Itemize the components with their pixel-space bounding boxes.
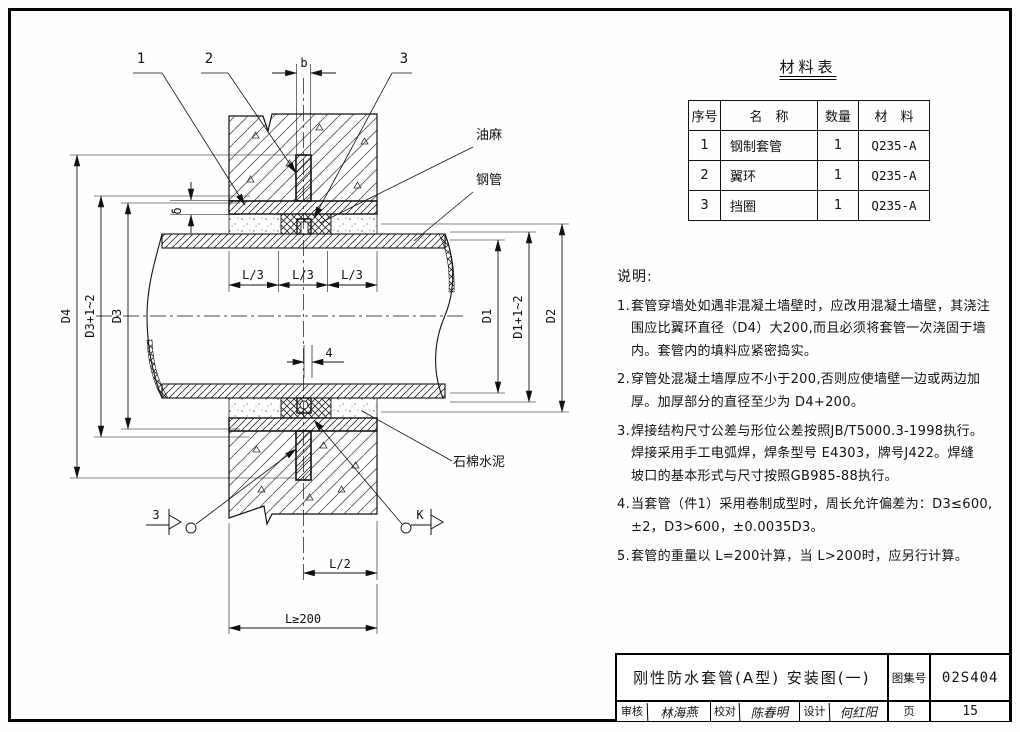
review-signature: 林海燕	[646, 700, 710, 722]
materials-header-cell: 名 称	[720, 100, 818, 131]
pipe-break-lines	[146, 233, 455, 399]
callout-3-label: 3	[400, 51, 408, 67]
materials-cell: 2	[688, 160, 721, 191]
dim-d3-label: D3	[110, 309, 124, 323]
page-border	[8, 8, 1012, 722]
dimension-lines	[70, 64, 569, 634]
callout-2-label: 2	[205, 51, 213, 67]
asbestos-cement-label: 石棉水泥	[453, 455, 505, 470]
materials-cell: Q235-A	[858, 130, 930, 161]
note-line: 坡口的基本形式与尺寸按照GB985-88执行。	[631, 468, 898, 484]
dim-delta-label: δ	[170, 207, 184, 214]
installation-drawing: 1 2 3 b δ D4 D3+1~2 D3 L/3 L/3 L/3 4 D1 …	[59, 51, 569, 634]
dim-d2-label: D2	[544, 309, 558, 323]
title-block: 刚性防水套管(A型) 安装图(一) 图集号 02S404 审核 林海燕 校对 陈…	[615, 653, 1009, 722]
materials-cell: 翼环	[720, 160, 818, 191]
steel-pipe-label: 钢管	[476, 173, 502, 188]
dim-lmin-label: L≥200	[285, 612, 321, 626]
materials-header-cell: 数量	[817, 100, 859, 131]
materials-cell: 1	[817, 130, 859, 161]
note-item: 4.当套管（件1）采用卷制成型时，周长允许偏差为：D3≤600, ±2，D3>60…	[617, 494, 1015, 539]
retaining-ring-section	[296, 218, 312, 414]
design-label: 设计	[799, 702, 829, 721]
note-line: 内。套管内的填料应紧密捣实。	[631, 343, 818, 359]
atlas-number-label: 图集号	[886, 655, 930, 700]
review-label: 审核	[620, 705, 643, 719]
note-line: 焊接采用手工电弧焊，焊条型号 E4303，牌号J422。焊缝	[631, 446, 975, 462]
note-number: 2.	[617, 372, 631, 388]
atlas-number-value: 02S404	[929, 655, 1009, 700]
note-item: 3.焊接结构尺寸公差与形位公差按照JB/T5000.3-1998执行。焊接采用手…	[617, 421, 1015, 489]
materials-header-cell: 序号	[688, 100, 721, 131]
page-label: 页	[886, 702, 930, 721]
note-line: ±2，D3>600，±0.0035D3。	[631, 519, 824, 535]
dim-d4-label: D4	[59, 309, 73, 323]
sheet-title: 刚性防水套管(A型) 安装图(一)	[633, 669, 871, 687]
dim-d3-plus-label: D3+1~2	[83, 294, 97, 337]
note-line: 厚。加厚部分的直径至少为 D4+200。	[631, 394, 865, 410]
check-signature: 陈春明	[739, 700, 800, 722]
note-line: 当套管（件1）采用卷制成型时，周长允许偏差为：D3≤600,	[631, 497, 993, 513]
dim-b-label: b	[300, 56, 307, 70]
steel-casing-section	[228, 154, 378, 481]
note-item: 5.套管的重量以 L=200计算，当 L>200时，应另行计算。	[617, 546, 1015, 569]
check-label: 校对	[709, 702, 740, 721]
note-number: 3.	[617, 423, 631, 439]
section-k-label: K	[416, 508, 424, 522]
note-line: 焊接结构尺寸公差与形位公差按照JB/T5000.3-1998执行。	[631, 423, 984, 439]
notes-title: 说明:	[617, 269, 653, 285]
section-marker-k	[313, 419, 444, 535]
materials-header-cell: 材 料	[858, 100, 930, 131]
dim-l3-label: L/3	[242, 268, 264, 282]
dim-l3-label: L/3	[292, 268, 314, 282]
page-number: 15	[929, 702, 1009, 721]
oakum-label: 油麻	[476, 128, 502, 143]
materials-cell: 1	[688, 130, 721, 161]
note-line: 套管的重量以 L=200计算，当 L>200时，应另行计算。	[631, 548, 969, 564]
note-line: 套管穿墙处如遇非混凝土墙壁时，应改用混凝土墙壁，其浇注	[631, 298, 991, 314]
materials-header-row: 序号名 称数量材 料	[688, 100, 930, 131]
section-3-label: 3	[152, 508, 159, 522]
materials-cell: 1	[817, 160, 859, 191]
section-marker-3	[146, 448, 297, 535]
note-line: 穿管处混凝土墙厚应不小于200,否则应使墙壁一边或两边加	[631, 372, 981, 388]
notes-list: 1.套管穿墙处如遇非混凝土墙壁时，应改用混凝土墙壁，其浇注围应比翼环直径（D4）…	[617, 296, 1015, 569]
note-number: 1.	[617, 298, 631, 314]
materials-cell: 1	[817, 190, 859, 221]
leader-lines	[133, 72, 474, 462]
design-signature: 何红阳	[828, 700, 887, 722]
centerlines	[96, 78, 465, 580]
note-line: 围应比翼环直径（D4）大200,而且必须将套管一次浇固于墙	[631, 321, 986, 337]
materials-cell: 挡圈	[720, 190, 818, 221]
dim-l2-label: L/2	[329, 557, 351, 571]
materials-cell: Q235-A	[858, 190, 930, 221]
dim-d1-label: D1	[480, 309, 494, 323]
materials-cell: 3	[688, 190, 721, 221]
materials-table-title: 材料表	[779, 58, 837, 76]
materials-cell: Q235-A	[858, 160, 930, 191]
note-number: 5.	[617, 548, 631, 564]
note-number: 4.	[617, 497, 631, 513]
note-item: 2.穿管处混凝土墙厚应不小于200,否则应使墙壁一边或两边加厚。加厚部分的直径至…	[617, 369, 1015, 414]
note-item: 1.套管穿墙处如遇非混凝土墙壁时，应改用混凝土墙壁，其浇注围应比翼环直径（D4）…	[617, 296, 1015, 364]
dim-4-label: 4	[325, 346, 332, 360]
notes-section: 说明: 1.套管穿墙处如遇非混凝土墙壁时，应改用混凝土墙壁，其浇注围应比翼环直径…	[617, 266, 1015, 574]
dim-l3-label: L/3	[341, 268, 363, 282]
materials-cell: 钢制套管	[720, 130, 818, 161]
dim-d1-plus-label: D1+1~2	[511, 295, 525, 338]
callout-1-label: 1	[137, 51, 145, 67]
